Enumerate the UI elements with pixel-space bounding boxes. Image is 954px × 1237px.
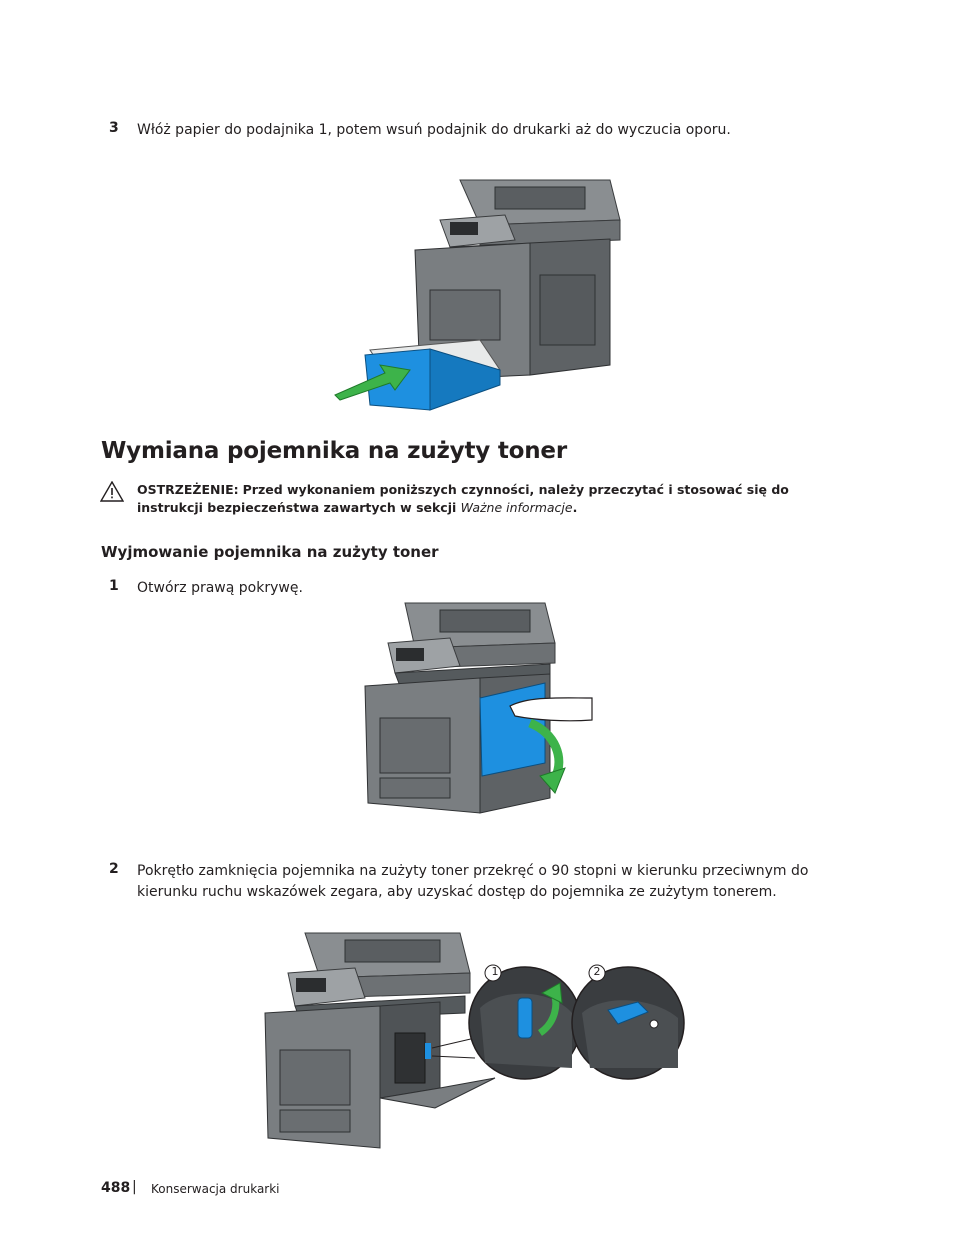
subsection-title: Wyjmowanie pojemnika na zużyty toner	[101, 543, 439, 561]
step-1-number: 1	[109, 578, 119, 594]
warning-link[interactable]: Ważne informacje	[460, 500, 573, 515]
warning-text: Przed wykonaniem poniższych czynności, n…	[137, 482, 789, 515]
callout-1: 1	[491, 965, 499, 978]
step-3-number: 3	[109, 120, 119, 136]
step-2-number: 2	[109, 861, 119, 877]
printer-open-cover-illustration	[360, 598, 600, 823]
warning-label: OSTRZEŻENIE:	[137, 482, 239, 497]
warning-block: OSTRZEŻENIE: Przed wykonaniem poniższych…	[137, 481, 837, 517]
section-title: Wymiana pojemnika na zużyty toner	[101, 438, 567, 464]
step-1-text: Otwórz prawą pokrywę.	[137, 580, 303, 596]
footer-title: Konserwacja drukarki	[151, 1182, 280, 1196]
printer-tray-insert-illustration	[330, 165, 630, 415]
warning-icon	[100, 481, 124, 502]
step-3-text: Włóż papier do podajnika 1, potem wsuń p…	[137, 122, 731, 138]
step-2-text: Pokrętło zamknięcia pojemnika na zużyty …	[137, 863, 809, 900]
warning-end: .	[572, 500, 578, 515]
printer-waste-toner-illustration	[260, 928, 700, 1153]
callout-2: 2	[593, 965, 601, 978]
footer-separator: |	[132, 1179, 137, 1195]
page-number: 488	[101, 1180, 131, 1196]
